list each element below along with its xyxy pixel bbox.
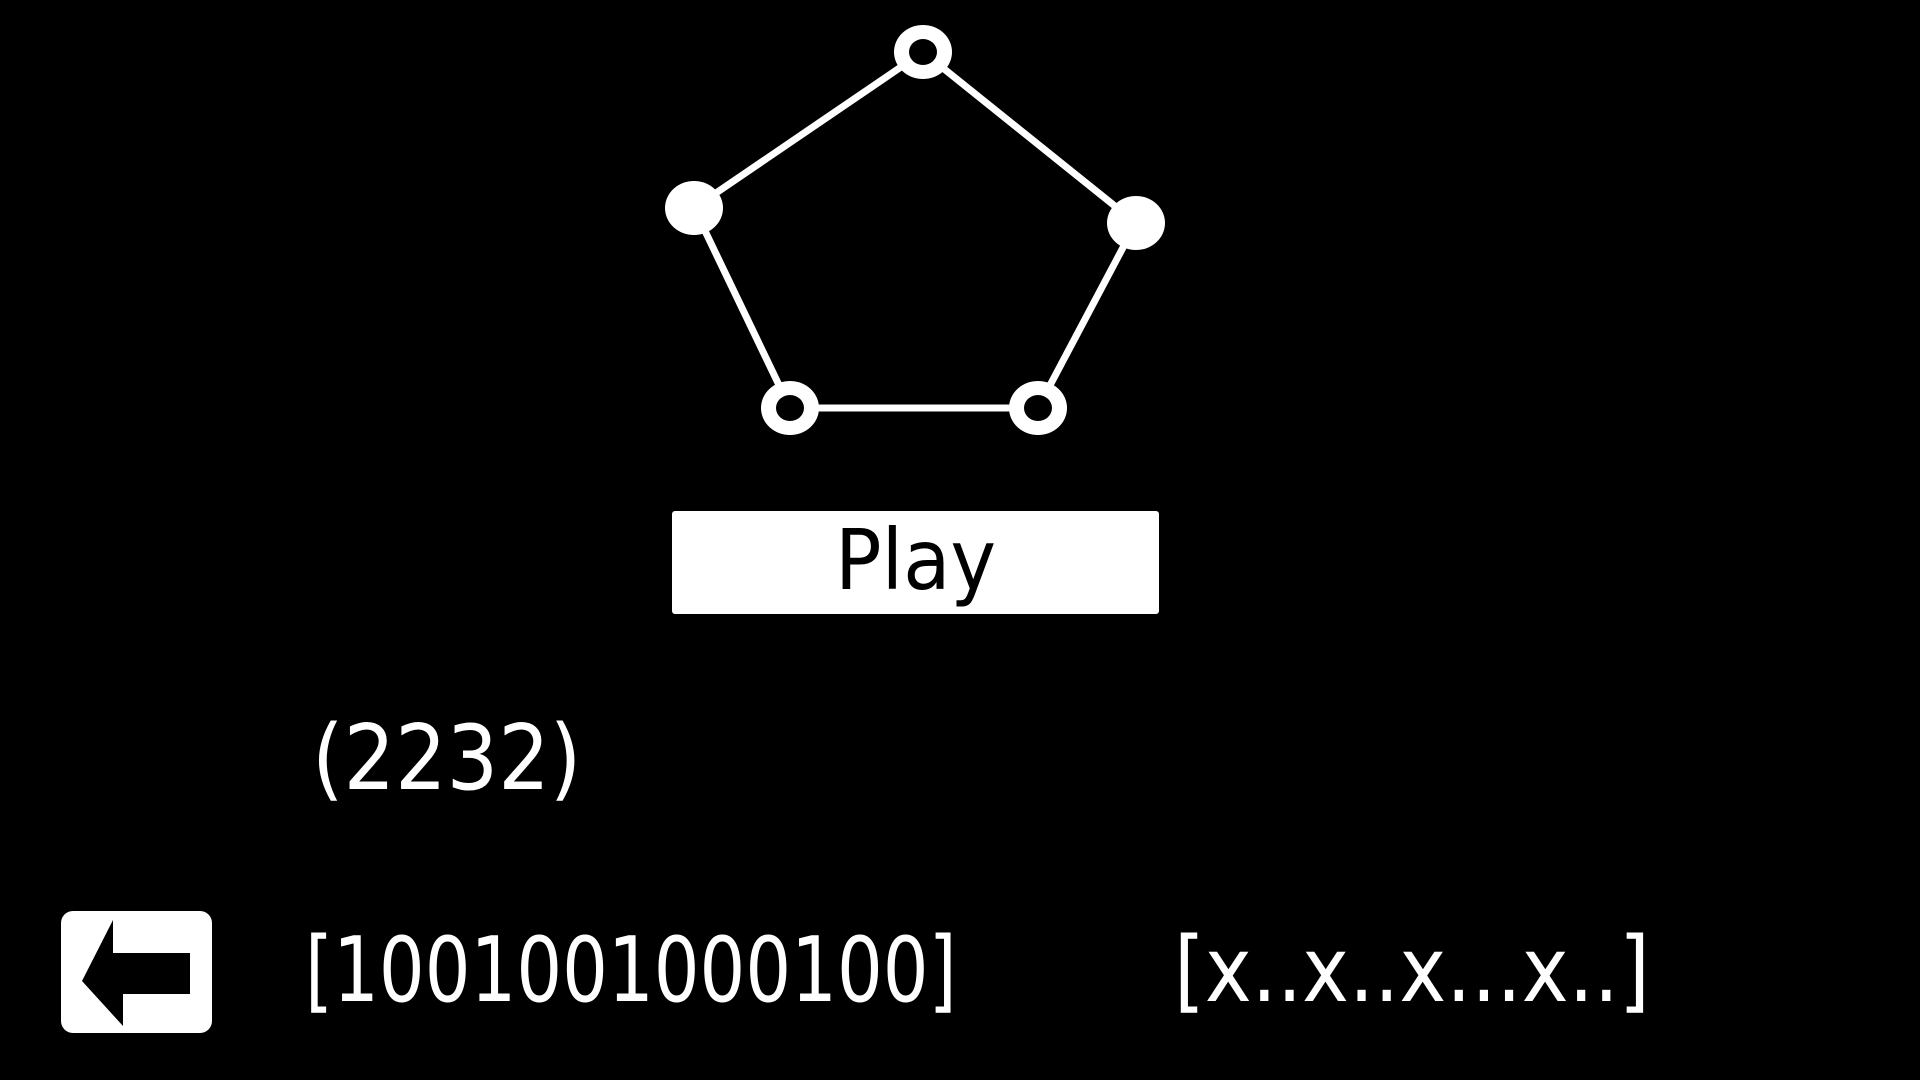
polygon-vertex-2 xyxy=(1107,196,1165,250)
polygon-edge xyxy=(690,206,794,410)
binary-pattern: [1001001000100] xyxy=(305,918,957,1023)
back-button[interactable] xyxy=(61,911,212,1033)
polygon-vertex-4 xyxy=(761,381,819,435)
polygon-edge xyxy=(1034,221,1140,410)
polygon-vertex-5 xyxy=(665,181,723,235)
polygon-edge xyxy=(692,49,925,211)
polygon-vertices xyxy=(665,25,1165,435)
play-button-label: Play xyxy=(834,510,997,609)
polygon-edges xyxy=(690,49,1140,412)
polygon-edge xyxy=(920,49,1139,226)
beat-pattern: [x..x..x...x..] xyxy=(1174,918,1650,1023)
back-arrow-icon xyxy=(82,920,190,1026)
polygon-vertex-1 xyxy=(894,25,952,79)
play-button[interactable]: Play xyxy=(672,511,1159,614)
polygon-vertex-3 xyxy=(1009,381,1067,435)
pattern-code: (2232) xyxy=(312,706,582,811)
